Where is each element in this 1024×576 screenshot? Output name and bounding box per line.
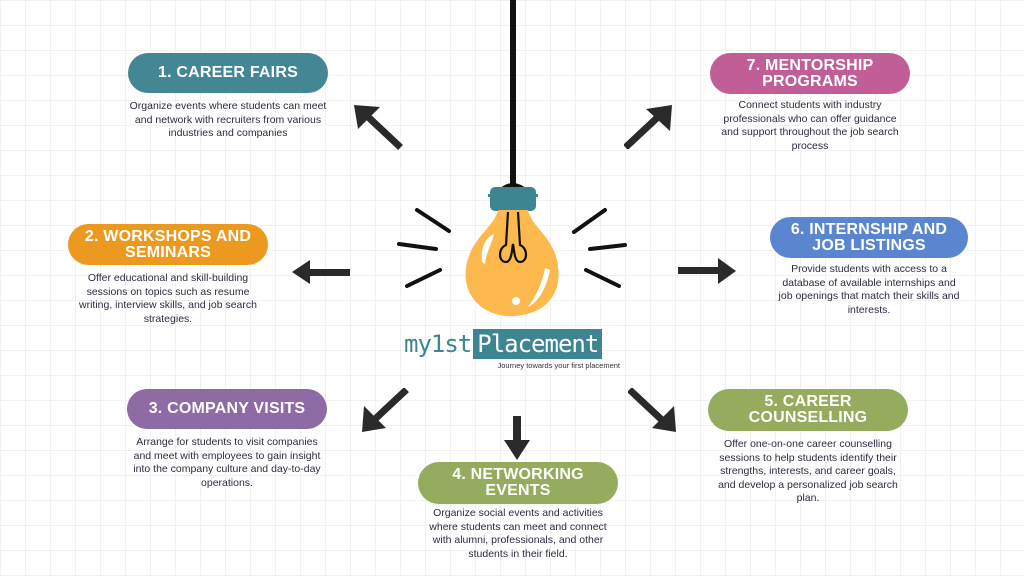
internship-title: 6. INTERNSHIP AND JOB LISTINGS <box>770 217 968 258</box>
light-bulb-icon <box>397 0 627 317</box>
counselling-title: 5. CAREER COUNSELLING <box>708 389 908 431</box>
career-fairs-title: 1. CAREER FAIRS <box>128 53 328 93</box>
networking-title: 4. NETWORKING EVENTS <box>418 462 618 504</box>
item-internship-listings: 6. INTERNSHIP AND JOB LISTINGS Provide s… <box>770 217 968 317</box>
item-networking-events: 4. NETWORKING EVENTS Organize social eve… <box>418 462 618 561</box>
logo-tagline: Journey towards your first placement <box>497 361 620 370</box>
arrow-down-right-icon <box>628 388 676 432</box>
brand-logo: my1st Placement Journey towards your fir… <box>404 329 622 370</box>
arrow-up-left-icon <box>354 105 403 150</box>
mentorship-description: Connect students with industry professio… <box>721 99 899 152</box>
item-mentorship-programs: 7. MENTORSHIP PROGRAMS Connect students … <box>710 53 910 153</box>
arrow-left-icon <box>292 260 350 284</box>
arrow-right-icon <box>678 258 736 284</box>
counselling-description: Offer one-on-one career counselling sess… <box>718 438 898 504</box>
item-workshops-seminars: 2. WORKSHOPS AND SEMINARS Offer educatio… <box>68 224 268 326</box>
item-company-visits: 3. COMPANY VISITS Arrange for students t… <box>127 389 327 490</box>
logo-main: Placement <box>473 329 603 359</box>
item-career-counselling: 5. CAREER COUNSELLING Offer one-on-one c… <box>708 389 908 506</box>
item-career-fairs: 1. CAREER FAIRS Organize events where st… <box>128 53 328 141</box>
mentorship-title: 7. MENTORSHIP PROGRAMS <box>710 53 910 94</box>
logo-prefix: my1st <box>404 330 472 358</box>
company-visits-title: 3. COMPANY VISITS <box>127 389 327 429</box>
career-fairs-description: Organize events where students can meet … <box>129 100 327 139</box>
internship-description: Provide students with access to a databa… <box>778 263 960 316</box>
arrow-down-left-icon <box>362 388 409 432</box>
networking-description: Organize social events and activities wh… <box>429 507 607 560</box>
workshops-title: 2. WORKSHOPS AND SEMINARS <box>68 224 268 265</box>
arrow-down-icon <box>504 416 530 460</box>
company-visits-description: Arrange for students to visit companies … <box>133 436 321 489</box>
workshops-description: Offer educational and skill-building ses… <box>79 272 257 325</box>
arrow-up-right-icon <box>624 105 672 149</box>
